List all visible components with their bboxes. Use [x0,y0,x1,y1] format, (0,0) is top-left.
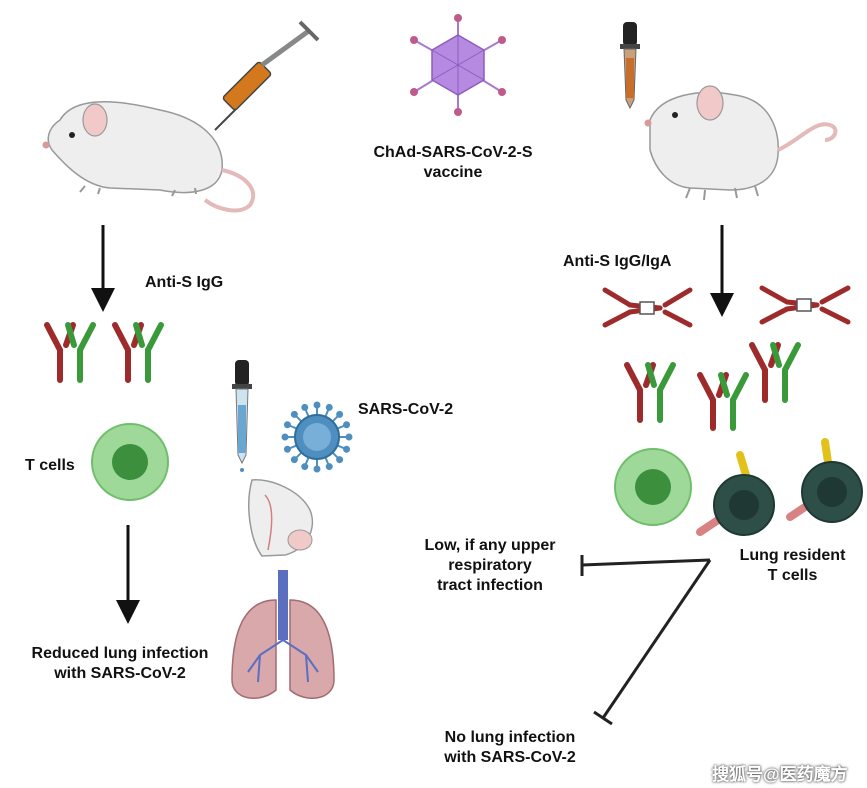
virus-spike-tip [301,403,309,411]
anti-s-igg-iga-label: Anti-S IgG/IgA [563,253,672,270]
mouse-small-icon [248,479,314,557]
virus-spike-tip [290,456,298,464]
virus-spike-tip [343,445,351,453]
reduced-infection-line1: Reduced lung infection [31,645,209,662]
sars-cov-2-label: SARS-CoV-2 [358,401,454,418]
vaccine-label-line2: vaccine [423,164,483,181]
iga-dimer-1-icon [602,287,693,328]
lung-resident-t-cell-2-icon [786,438,863,523]
watermark: 搜狐号@医药魔方 [712,765,848,784]
virus-spike-tip [325,403,333,411]
no-lung-infection-line1: No lung infection [444,729,576,746]
lung-resident-line2: T cells [767,567,818,584]
mouse-left-icon [42,101,256,213]
virus-spike-tip [301,463,309,471]
reduced-infection-line2: with SARS-CoV-2 [54,665,186,682]
dropper-sars-icon [232,360,252,472]
sars-cov-2-virus-icon [281,401,353,473]
antibody-pair-left [44,322,164,383]
upper-respiratory-label: Low, if any upper respiratory tract infe… [405,536,575,596]
virus-spike-tip [281,433,289,441]
virus-spike-tip [313,465,321,473]
virus-spike-tip [343,421,351,429]
mouse-right-icon [644,85,838,201]
vaccine-label: ChAd-SARS-CoV-2-S vaccine [358,143,548,183]
upper-respiratory-line2: respiratory [448,557,532,574]
no-lung-infection-label: No lung infection with SARS-CoV-2 [420,728,600,768]
t-cell-right-icon [614,448,692,526]
reduced-infection-label: Reduced lung infection with SARS-CoV-2 [10,644,230,684]
lung-resident-t-cell-1-icon [696,451,775,536]
antibody-group-right [624,342,801,431]
dropper-top-icon [620,22,640,110]
inhibition-lines [580,555,712,726]
iga-dimer-2-icon [759,285,851,325]
adenovirus-vaccine-icon [410,14,506,116]
lungs-icon [231,570,335,699]
upper-respiratory-line1: Low, if any upper [424,537,556,554]
syringe-icon [214,20,320,131]
t-cells-label: T cells [25,457,75,474]
virus-spike-tip [345,433,353,441]
vaccine-label-line1: ChAd-SARS-CoV-2-S [373,144,533,161]
lung-resident-line1: Lung resident [739,547,846,564]
virus-spike-tip [313,401,321,409]
upper-respiratory-line3: tract infection [437,577,543,594]
anti-s-igg-label: Anti-S IgG [145,274,224,291]
virus-spike-tip [336,456,344,464]
virus-spike-tip [290,410,298,418]
virus-spike-tip [283,421,291,429]
virus-spike-tip [336,410,344,418]
virus-spike-tip [283,445,291,453]
lung-resident-label: Lung resident T cells [720,546,865,586]
t-cell-left-icon [91,423,169,501]
virus-spike-tip [325,463,333,471]
no-lung-infection-line2: with SARS-CoV-2 [444,749,576,766]
